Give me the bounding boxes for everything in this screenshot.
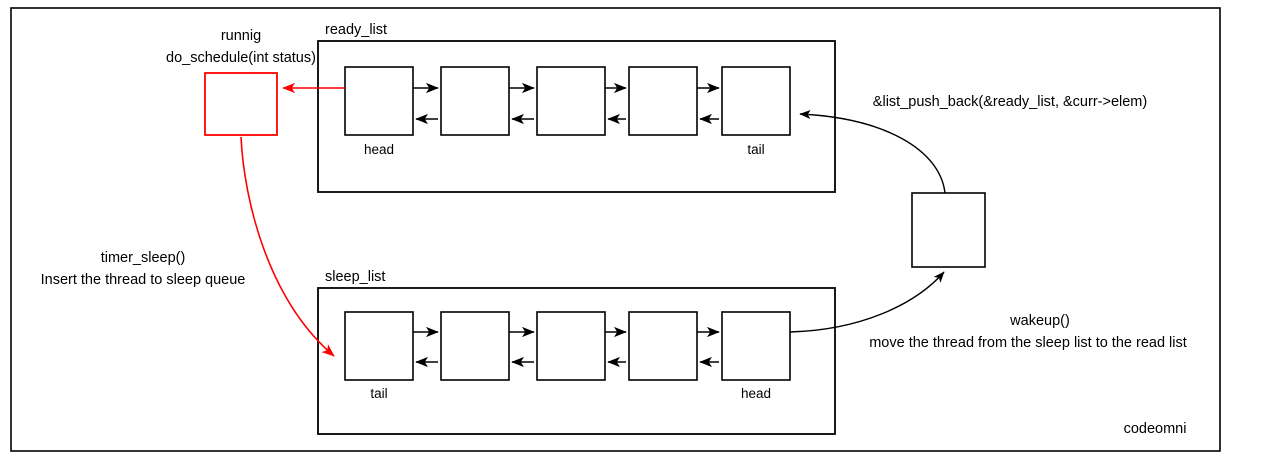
ready-list-node-2[interactable] (536, 66, 606, 136)
ready-list-node-1[interactable] (440, 66, 510, 136)
sleep-list-node-4[interactable] (721, 311, 791, 381)
running-thread-box[interactable] (204, 72, 278, 136)
ready-list-node-label-tail: tail (747, 142, 764, 157)
sleep-list-container (317, 287, 836, 435)
sleep-list-node-0[interactable] (344, 311, 414, 381)
sleep-list-title: sleep_list (325, 269, 385, 285)
running-label-line2: do_schedule(int status) (166, 50, 316, 66)
ready-list-title: ready_list (325, 22, 387, 38)
sleep-list-node-label-head: head (741, 386, 771, 401)
ready-list-node-4[interactable] (721, 66, 791, 136)
timer-sleep-annotation-line2: Insert the thread to sleep queue (41, 272, 246, 288)
ready-list-node-3[interactable] (628, 66, 698, 136)
watermark-label: codeomni (1124, 421, 1187, 437)
sleep-list-node-label-tail: tail (370, 386, 387, 401)
ready-list-node-label-head: head (364, 142, 394, 157)
timer-sleep-annotation-line1: timer_sleep() (101, 250, 186, 266)
sleep-list-node-1[interactable] (440, 311, 510, 381)
sleep-list-node-2[interactable] (536, 311, 606, 381)
wakeup-annotation-line1: wakeup() (1009, 313, 1070, 329)
ready-list-node-0[interactable] (344, 66, 414, 136)
ready-list-container (317, 40, 836, 193)
moving-thread-box[interactable] (911, 192, 986, 268)
sleep-list-node-3[interactable] (628, 311, 698, 381)
wakeup-arrow (789, 271, 945, 333)
push-back-arrow (799, 110, 946, 194)
wakeup-annotation-line2: move the thread from the sleep list to t… (869, 335, 1187, 351)
push-back-annotation: &list_push_back(&ready_list, &curr->elem… (873, 94, 1147, 110)
outer-frame (10, 7, 1221, 452)
timer-sleep-arrow (240, 136, 335, 357)
running-label-line1: runnig (221, 28, 261, 44)
